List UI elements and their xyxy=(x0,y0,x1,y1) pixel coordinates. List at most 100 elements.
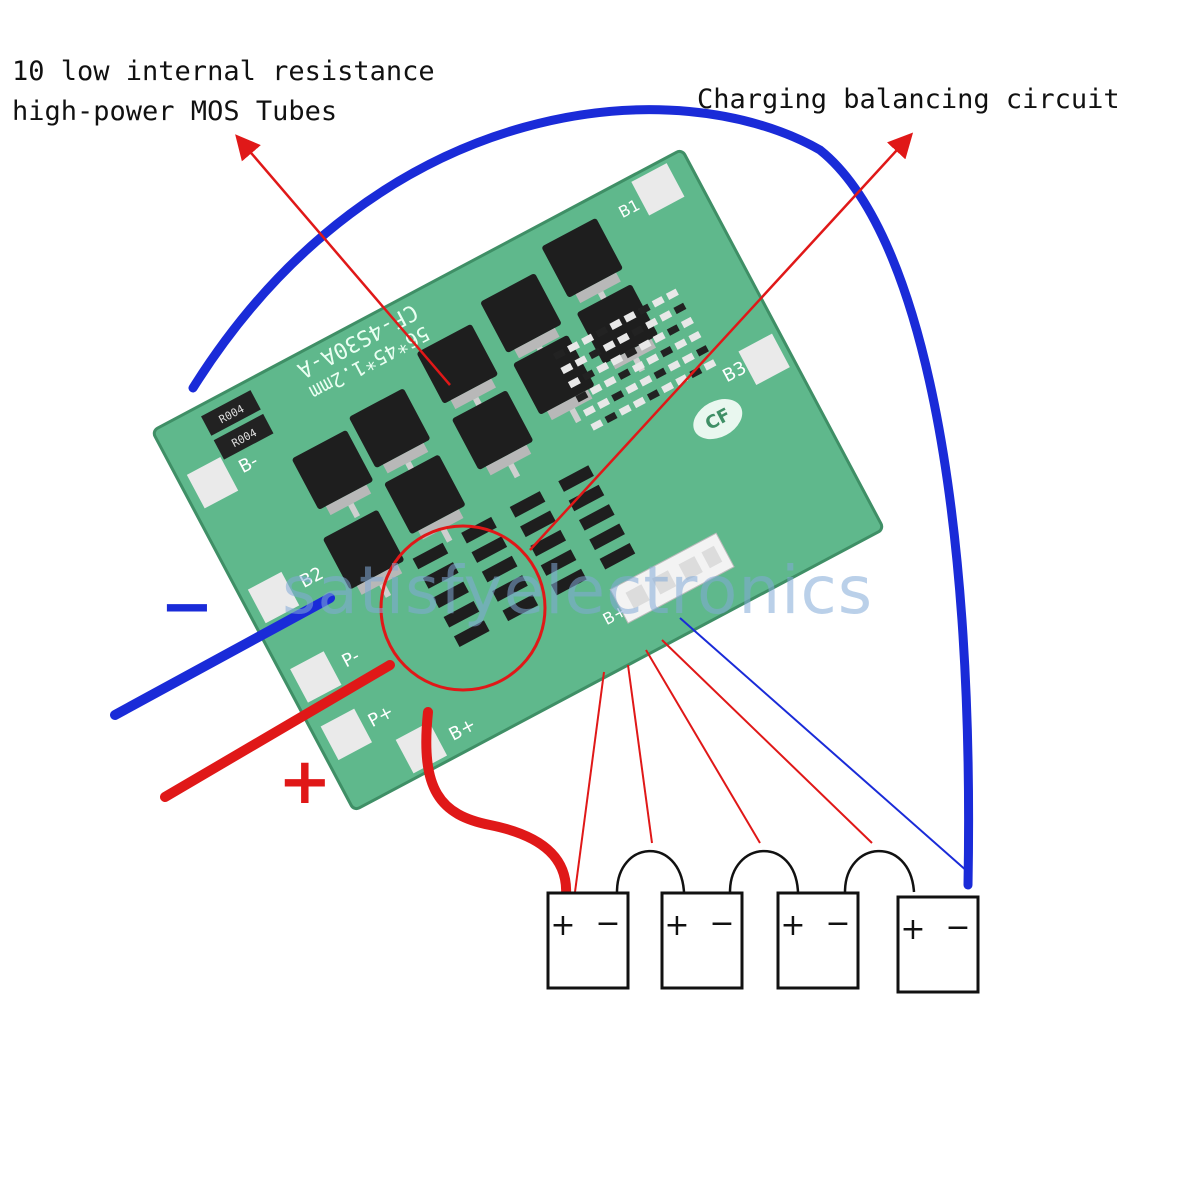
shunt-resistor xyxy=(201,390,261,436)
smd-resistor xyxy=(617,368,631,380)
smd-resistor xyxy=(602,340,616,352)
battery-cell: +− xyxy=(660,891,744,990)
smd-resistor xyxy=(660,346,674,358)
smd-resistor xyxy=(566,341,580,353)
pcb-board: R004 R004 CF-4S30A-A 56*45*1.2mm CF B- B… xyxy=(152,149,884,811)
smd-resistor xyxy=(589,383,603,395)
pad-b1 xyxy=(631,163,685,216)
series-jumper-1 xyxy=(615,849,686,893)
smd-resistor xyxy=(574,355,588,367)
balance-ic xyxy=(433,581,469,609)
balance-ic xyxy=(422,562,459,589)
smd-resistor xyxy=(597,397,611,410)
smd-resistor xyxy=(632,396,646,409)
battery-cell: +− xyxy=(896,895,980,994)
balancing-callout-arrow xyxy=(529,132,914,551)
pad-b-plus xyxy=(395,722,448,774)
smd-resistor xyxy=(688,330,702,343)
smd-resistor xyxy=(661,381,675,394)
balance-ic xyxy=(412,542,449,570)
balance-wire-1 xyxy=(574,671,605,893)
smd-resistor xyxy=(666,324,680,336)
battery-minus-terminal: − xyxy=(825,906,850,941)
smd-resistor xyxy=(616,332,630,345)
smd-resistor xyxy=(575,391,589,403)
pad-b2 xyxy=(247,571,300,624)
series-jumper-2 xyxy=(728,849,800,893)
smd-resistor xyxy=(652,331,666,344)
watermark: satisfyelectronics xyxy=(282,552,874,629)
smd-resistor xyxy=(625,382,639,395)
smd-resistor xyxy=(631,361,645,373)
smd-resistor xyxy=(567,376,581,389)
battery-pack: +−+−+−+− xyxy=(546,891,980,994)
smd-resistor xyxy=(618,404,632,416)
smd-components xyxy=(412,288,717,647)
p-minus-load-wire xyxy=(110,593,335,720)
balance-ic xyxy=(481,555,518,583)
smd-resistor xyxy=(681,352,695,364)
smd-resistor xyxy=(646,389,660,401)
mos-callout-line-2: high-power MOS Tubes xyxy=(12,96,338,127)
mosfet xyxy=(452,390,533,479)
balance-wire-3 xyxy=(645,649,761,844)
balance-ic xyxy=(589,523,625,551)
smd-resistor xyxy=(590,419,604,431)
positive-sign: + xyxy=(278,745,332,819)
balance-ic xyxy=(461,516,497,544)
smd-resistor xyxy=(665,288,679,300)
battery-minus-terminal: − xyxy=(595,906,620,941)
smd-resistor xyxy=(639,375,653,387)
smd-resistor xyxy=(659,310,673,322)
battery-plus-terminal: + xyxy=(664,908,689,943)
balance-ic xyxy=(453,620,490,647)
smd-resistor xyxy=(588,347,602,360)
shunt-resistor xyxy=(213,413,274,460)
smd-resistor xyxy=(624,346,638,359)
smd-resistor xyxy=(631,325,645,337)
smd-resistor xyxy=(560,362,574,375)
smd-resistor xyxy=(596,361,610,374)
balance-wire-neg xyxy=(679,617,969,873)
balance-ic xyxy=(492,575,528,602)
balance-ic xyxy=(471,536,508,563)
pad-p-minus xyxy=(290,651,342,703)
smd-resistor xyxy=(675,374,689,386)
mosfet xyxy=(542,218,623,307)
pad-p-plus xyxy=(320,708,373,761)
smd-resistor xyxy=(582,405,596,417)
balance-wire-4 xyxy=(661,639,873,844)
smd-resistor xyxy=(638,339,652,351)
battery-plus-terminal: + xyxy=(550,908,575,943)
smd-resistor xyxy=(646,353,660,365)
battery-cell: +− xyxy=(546,891,630,990)
balancing-circuit-callout: Charging balancing circuit xyxy=(697,84,1120,115)
smd-resistor xyxy=(680,316,694,329)
balance-ic xyxy=(443,601,480,628)
pad-b3 xyxy=(738,333,790,386)
balance-ic xyxy=(568,484,605,512)
smd-resistor xyxy=(582,369,596,381)
b-minus-wire xyxy=(188,105,974,890)
balance-ic xyxy=(540,549,577,576)
smd-resistor xyxy=(610,354,624,366)
smd-resistor xyxy=(653,367,667,379)
battery-minus-terminal: − xyxy=(709,906,734,941)
balance-ic xyxy=(530,529,567,557)
mosfet xyxy=(292,430,373,519)
mosfet-array xyxy=(292,218,658,598)
smd-resistor xyxy=(552,348,566,361)
cf-logo xyxy=(693,399,743,440)
p-plus-load-wire xyxy=(160,660,395,802)
smd-resistor xyxy=(609,318,623,331)
mos-callout-arrow xyxy=(235,134,451,386)
mos-tubes-callout: 10 low internal resistance high-power MO… xyxy=(12,52,435,132)
balance-ic xyxy=(558,465,594,492)
smd-resistor xyxy=(695,345,709,357)
balance-ic xyxy=(520,510,556,538)
battery-minus-terminal: − xyxy=(945,910,970,945)
balance-ic xyxy=(502,594,539,622)
battery-cell: +− xyxy=(776,891,860,990)
balancing-highlight-circle xyxy=(379,524,547,692)
